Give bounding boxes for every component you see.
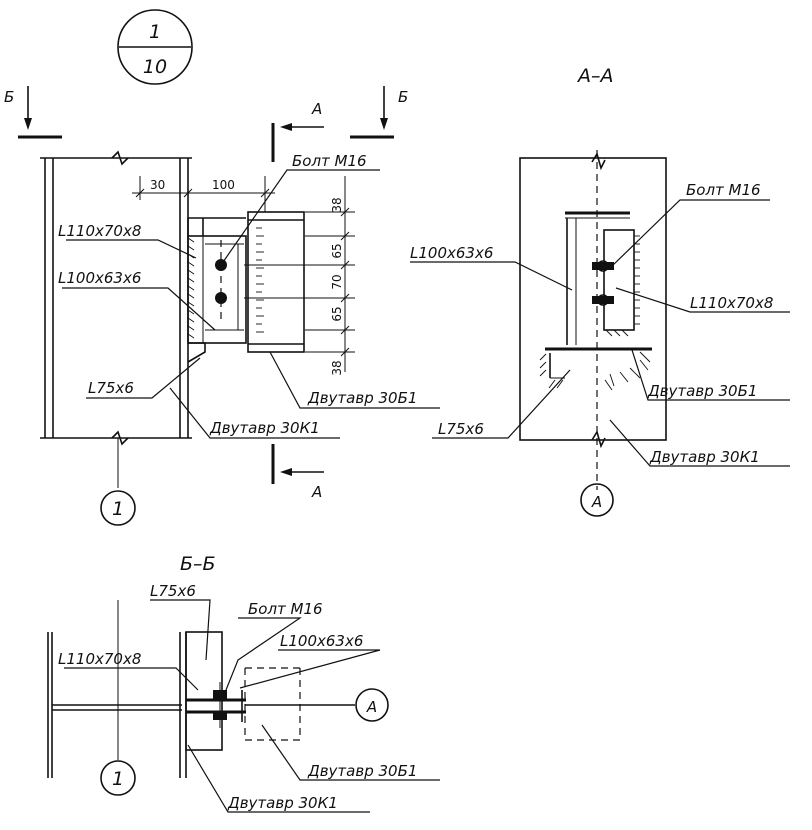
cut-mark-b-left: Б xyxy=(4,86,62,139)
bolts-section-aa xyxy=(592,260,614,306)
label-angle-110-bb: L110х70х8 xyxy=(58,650,141,668)
axis-label-a-section-bb: А xyxy=(366,698,377,716)
label-angle-110-aa: L110х70х8 xyxy=(690,294,773,312)
dim-65-bottom: 65 xyxy=(330,306,344,321)
axis-marker-a-section-bb: А xyxy=(355,688,389,722)
label-angle-75-bb: L75х6 xyxy=(150,582,196,600)
labels-section-bb: L75х6 Болт М16 L110х70х8 L100х63х6 Двута… xyxy=(58,582,440,813)
axis-marker-1-section-bb: 1 xyxy=(100,760,136,796)
section-bb: Б–Б 1 xyxy=(47,553,440,813)
axis-marker-a-section: А xyxy=(580,483,614,517)
weld-hatch-beam-elevation xyxy=(256,227,264,333)
section-bb-title: Б–Б xyxy=(180,553,216,575)
column-elevation xyxy=(40,150,192,488)
label-angle-75-aa: L75х6 xyxy=(438,420,484,438)
cut-letter-a-bottom: А xyxy=(311,483,322,501)
sheet-marker: 1 10 xyxy=(117,9,193,85)
cut-letter-a-top: А xyxy=(311,100,322,118)
labels-elevation: Болт М16 L110х70х8 L100х63х6 L75х6 Двута… xyxy=(58,152,440,439)
axis-marker-1-elevation: 1 xyxy=(100,490,136,526)
angle-75-elevation xyxy=(187,342,206,363)
dim-70: 70 xyxy=(330,274,344,289)
label-angle-75-elevation: L75х6 xyxy=(88,379,134,397)
axis-label-section-bb: 1 xyxy=(112,768,124,790)
label-angle-100-bb: L100х63х6 xyxy=(280,632,363,650)
column-section-bb xyxy=(47,600,187,778)
cut-mark-a-bottom: А xyxy=(271,444,324,501)
elevation-view: Б Б А А xyxy=(4,86,440,526)
bolt-bottom-elevation xyxy=(215,292,227,304)
label-column-bb: Двутавр 30К1 xyxy=(227,794,338,812)
dimension-vertical: 38 65 70 65 38 xyxy=(244,176,355,376)
dimension-horizontal: 30 100 xyxy=(132,176,275,218)
beam-section-bb xyxy=(244,667,355,741)
dim-65-top: 65 xyxy=(330,243,344,258)
dim-30: 30 xyxy=(150,178,165,192)
connection-section-bb xyxy=(186,682,246,728)
beam-section-aa xyxy=(565,211,630,345)
section-aa-title: А–А xyxy=(576,65,614,87)
dim-38-top: 38 xyxy=(330,197,344,212)
beam-30b1-elevation xyxy=(247,211,305,353)
angle-100-elevation xyxy=(205,240,244,331)
label-beam-aa: Двутавр 30Б1 xyxy=(647,382,757,400)
labels-section-aa: Болт М16 L100х63х6 L110х70х8 Двутавр 30Б… xyxy=(410,181,790,467)
label-angle-100-aa: L100х63х6 xyxy=(410,244,493,262)
label-beam-elevation: Двутавр 30Б1 xyxy=(307,389,417,407)
section-aa: А–А xyxy=(410,65,790,517)
cut-mark-b-right: Б xyxy=(350,86,408,139)
label-angle-110-elevation: L110х70х8 xyxy=(58,222,141,240)
axis-label-elevation: 1 xyxy=(112,498,124,520)
label-angle-100-elevation: L100х63х6 xyxy=(58,269,141,287)
label-beam-bb: Двутавр 30Б1 xyxy=(307,762,417,780)
axis-label-a-section: А xyxy=(591,493,602,511)
sheet-marker-bottom: 10 xyxy=(143,56,167,78)
cut-letter-b-right: Б xyxy=(398,88,408,106)
label-bolt-bb: Болт М16 xyxy=(248,600,323,618)
label-column-elevation: Двутавр 30К1 xyxy=(209,419,320,437)
weld-hatch-elevation-left xyxy=(187,237,195,339)
cut-mark-a-top: А xyxy=(271,100,324,162)
dim-38-bottom: 38 xyxy=(330,360,344,375)
angle-110-section-aa xyxy=(603,229,640,337)
label-column-aa: Двутавр 30К1 xyxy=(649,448,760,466)
cut-letter-b-left: Б xyxy=(4,88,14,106)
angle-110-elevation xyxy=(187,217,247,344)
label-bolt-elevation: Болт М16 xyxy=(292,152,367,170)
dim-100: 100 xyxy=(212,178,235,192)
label-bolt-aa: Болт М16 xyxy=(686,181,761,199)
sheet-marker-top: 1 xyxy=(149,21,161,43)
